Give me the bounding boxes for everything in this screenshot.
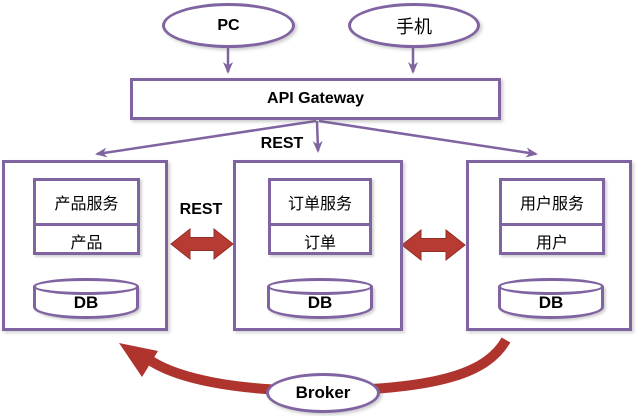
client-mobile-label: 手机: [396, 16, 432, 37]
db-cylinder-user: DB: [498, 278, 604, 319]
db-label-product: DB: [73, 293, 99, 312]
service-title-order: 订单服务: [271, 181, 369, 226]
api-gateway-label: API Gateway: [267, 90, 364, 107]
db-cylinder-top: [267, 278, 373, 295]
service-box-order: 订单服务 订单: [268, 178, 372, 255]
arrow-gateway-to-order: [312, 120, 323, 153]
api-gateway-box: API Gateway: [130, 78, 501, 120]
db-label-order: DB: [307, 293, 333, 312]
client-ellipse-pc: PC: [162, 3, 295, 48]
db-label-user: DB: [538, 293, 564, 312]
service-entity-product: 产品: [70, 234, 103, 252]
service-box-user: 用户服务 用户: [499, 178, 605, 255]
rest-double-arrow-order-user: [401, 228, 466, 262]
client-ellipse-mobile: 手机: [348, 3, 480, 48]
arrow-gateway-to-user: [318, 119, 538, 158]
service-title-product: 产品服务: [36, 181, 137, 226]
service-entity-order: 订单: [303, 234, 336, 252]
service-box-product: 产品服务 产品: [33, 178, 140, 255]
client-pc-label: PC: [217, 16, 240, 34]
rest-label-services: REST: [179, 201, 223, 218]
db-cylinder-order: DB: [267, 278, 373, 319]
service-entity-user: 用户: [535, 234, 568, 252]
service-title-user: 用户服务: [502, 181, 602, 226]
rest-double-arrow-product-order: [170, 227, 234, 261]
arrow-gateway-to-product: [95, 119, 317, 158]
broker-ellipse: Broker: [266, 373, 380, 413]
broker-label: Broker: [295, 383, 351, 402]
rest-label-gateway: REST: [260, 135, 304, 152]
db-cylinder-product: DB: [33, 278, 139, 319]
db-cylinder-top: [33, 278, 139, 295]
db-cylinder-top: [498, 278, 604, 295]
